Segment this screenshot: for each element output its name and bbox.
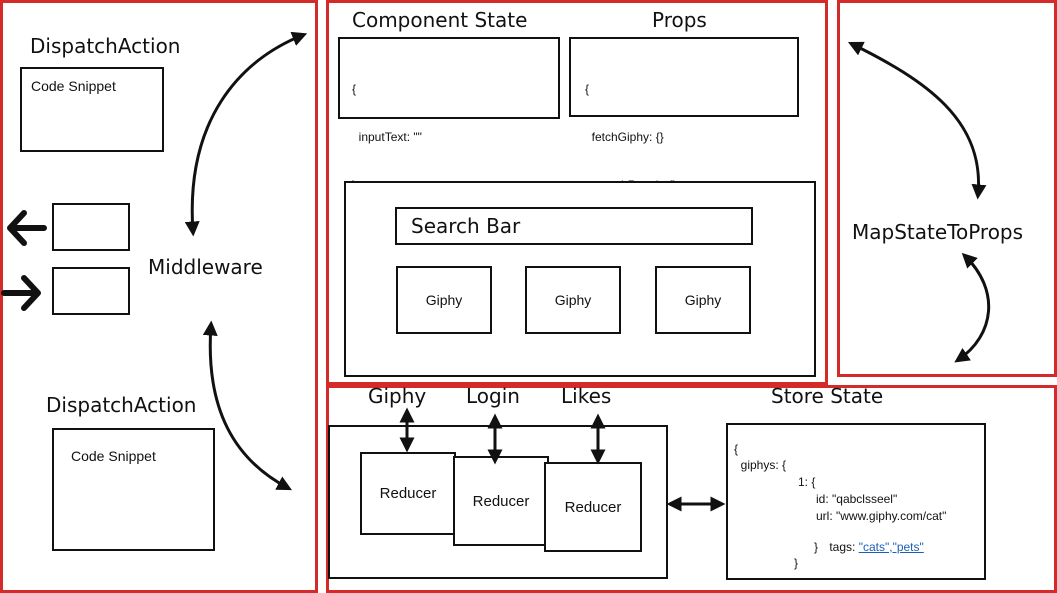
store-code-line-2: giphys: { [734,458,787,472]
reducer-title-login: Login [466,384,520,408]
dispatch-action-bottom-label: DispatchAction [46,393,197,417]
middleware-label: Middleware [148,255,263,279]
giphy-card-label: Giphy [554,292,592,308]
props-box: { fetchGiphy: {} searchResult: {} } [569,37,799,240]
store-state-box: { giphys: { 1: { id: "qabclsseel" url: "… [726,423,986,580]
store-code-line-5: url: "www.giphy.com/cat" [816,509,947,523]
giphy-card-1[interactable]: Giphy [396,266,492,334]
code-snippet-top[interactable]: Code Snippet [20,67,164,152]
reducer-title-giphy: Giphy [368,384,427,408]
code-snippet-top-label: Code Snippet [31,78,116,94]
code-line: fetchGiphy: {} [585,130,664,144]
search-bar[interactable]: Search Bar [395,207,753,245]
action-slot-out [52,203,130,251]
store-state-title: Store State [771,384,884,408]
store-code-line-1: { [734,442,739,456]
reducer-title-likes: Likes [561,384,612,408]
dispatch-action-top-label: DispatchAction [30,34,181,58]
reducer-login[interactable]: Reducer [453,456,549,546]
component-state-box: { inputText: "" } [338,37,560,192]
giphy-card-2[interactable]: Giphy [525,266,621,334]
giphy-card-label: Giphy [425,292,463,308]
store-code-line-7: } [814,540,819,554]
component-panel [326,0,828,385]
reducer-likes[interactable]: Reducer [544,462,642,552]
code-snippet-bottom-label: Code Snippet [71,448,156,464]
store-code-line-8: } [794,556,799,570]
props-title: Props [652,8,707,32]
reducer-label: Reducer [564,498,622,516]
code-snippet-bottom[interactable]: Code Snippet [52,428,215,551]
store-panel [326,385,1057,593]
reducer-label: Reducer [472,492,530,510]
action-slot-in [52,267,130,315]
tags-link[interactable]: "cats","pets" [858,540,924,554]
search-bar-label: Search Bar [411,214,521,238]
tags-prefix: tags: [829,540,859,554]
map-state-to-props-panel [837,0,1057,377]
component-state-title: Component State [352,8,528,32]
giphy-card-3[interactable]: Giphy [655,266,751,334]
store-code-line-4: id: "qabclsseel" [816,492,898,506]
map-state-to-props-label: MapStateToProps [852,220,1024,244]
store-code-line-6: tags: "cats","pets" [816,523,924,571]
code-line: { [352,82,357,96]
code-line: inputText: "" [352,130,422,144]
reducer-giphy[interactable]: Reducer [360,452,456,535]
store-code-line-3: 1: { [798,475,816,489]
giphy-card-label: Giphy [684,292,722,308]
reducer-label: Reducer [379,485,437,502]
code-line: { [585,82,590,96]
